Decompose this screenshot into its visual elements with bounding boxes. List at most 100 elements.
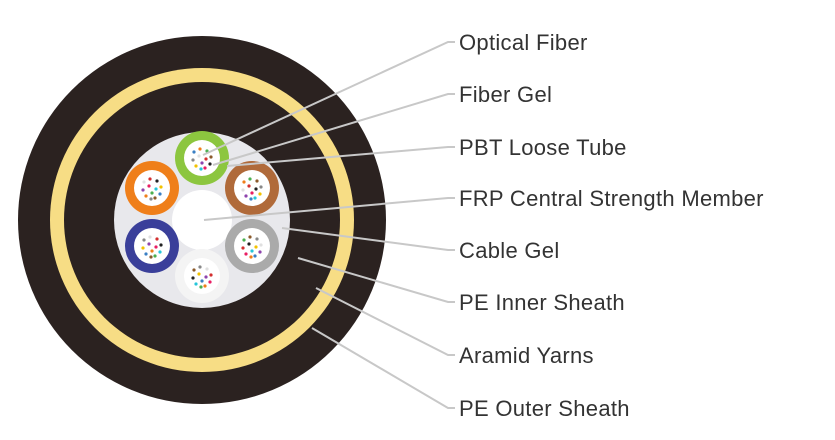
leader-aramid-yarns bbox=[315, 287, 455, 356]
optical-fiber-dot bbox=[192, 268, 196, 272]
optical-fiber-dot bbox=[150, 249, 154, 253]
optical-fiber-dot bbox=[204, 275, 208, 279]
optical-fiber-dot bbox=[199, 285, 203, 289]
optical-fiber-dot bbox=[199, 167, 203, 171]
label-optical-fiber: Optical Fiber bbox=[459, 30, 588, 55]
optical-fiber-dot bbox=[197, 272, 201, 276]
optical-fiber-dot bbox=[248, 177, 252, 181]
optical-fiber-dot bbox=[255, 237, 259, 241]
label-cable-gel: Cable Gel bbox=[459, 238, 560, 263]
leader-frp-central-strength-member bbox=[203, 197, 455, 221]
optical-fiber-dot bbox=[144, 194, 148, 198]
label-pbt-loose-tube: PBT Loose Tube bbox=[459, 135, 627, 160]
optical-fiber-dot bbox=[150, 191, 154, 195]
optical-fiber-dot bbox=[255, 179, 259, 183]
optical-fiber-dot bbox=[154, 187, 158, 191]
fiber-gel bbox=[134, 228, 170, 264]
optical-fiber-dot bbox=[205, 267, 209, 271]
label-fiber-gel: Fiber Gel bbox=[459, 82, 552, 107]
optical-fiber-dot bbox=[147, 184, 151, 188]
optical-fiber-dot bbox=[203, 166, 207, 170]
loose-tube-orange bbox=[125, 161, 179, 215]
optical-fiber-dot bbox=[250, 249, 254, 253]
leader-cable-gel bbox=[281, 227, 455, 251]
optical-fiber-dot bbox=[259, 185, 263, 189]
fiber-gel bbox=[234, 170, 270, 206]
optical-fiber-dot bbox=[209, 155, 213, 159]
optical-fiber-dot bbox=[191, 276, 195, 280]
optical-fiber-dot bbox=[253, 196, 257, 200]
loose-tube-white bbox=[175, 249, 229, 303]
label-pe-inner-sheath: PE Inner Sheath bbox=[459, 290, 625, 315]
optical-fiber-dot bbox=[208, 162, 212, 166]
optical-fiber-dot bbox=[200, 161, 204, 165]
optical-fiber-dot bbox=[141, 188, 145, 192]
optical-fiber-dot bbox=[144, 252, 148, 256]
optical-fiber-dot bbox=[244, 194, 248, 198]
optical-fiber-dot bbox=[204, 157, 208, 161]
fiber-gel bbox=[134, 170, 170, 206]
leader-pe-outer-sheath bbox=[311, 327, 455, 409]
optical-fiber-dot bbox=[241, 246, 245, 250]
optical-fiber-dot bbox=[250, 191, 254, 195]
optical-fiber-dot bbox=[258, 192, 262, 196]
optical-fiber-dot bbox=[200, 279, 204, 283]
leader-pbt-loose-tube bbox=[226, 146, 455, 167]
optical-fiber-dot bbox=[159, 243, 163, 247]
leader-optical-fiber bbox=[202, 41, 455, 156]
optical-fiber-dot bbox=[149, 197, 153, 201]
label-aramid-yarns: Aramid Yarns bbox=[459, 343, 594, 368]
fiber-gel bbox=[184, 258, 220, 294]
leader-pe-inner-sheath bbox=[297, 257, 455, 303]
optical-fiber-dot bbox=[192, 150, 196, 154]
optical-fiber-dot bbox=[198, 265, 202, 269]
optical-fiber-dot bbox=[254, 245, 258, 249]
fiber-gel bbox=[234, 228, 270, 264]
optical-fiber-dot bbox=[209, 273, 213, 277]
frp-central-strength-member bbox=[172, 190, 232, 250]
optical-fiber-dot bbox=[158, 250, 162, 254]
fiber-gel bbox=[184, 140, 220, 176]
optical-fiber-dot bbox=[249, 255, 253, 259]
optical-fiber-dot bbox=[242, 180, 246, 184]
optical-fiber-dot bbox=[191, 158, 195, 162]
optical-fiber-dot bbox=[247, 184, 251, 188]
loose-tube-brown bbox=[225, 161, 279, 215]
optical-fiber-dot bbox=[158, 192, 162, 196]
optical-fiber-dot bbox=[149, 255, 153, 259]
optical-fiber-dot bbox=[254, 187, 258, 191]
optical-fibers bbox=[141, 147, 263, 289]
optical-fiber-dot bbox=[247, 242, 251, 246]
loose-tube-green bbox=[175, 131, 229, 185]
optical-fiber-dot bbox=[203, 284, 207, 288]
optical-fiber-dot bbox=[142, 180, 146, 184]
optical-fiber-dot bbox=[194, 164, 198, 168]
cable-cross-section bbox=[18, 36, 386, 404]
optical-fiber-dot bbox=[141, 246, 145, 250]
optical-fiber-dot bbox=[154, 245, 158, 249]
optical-fiber-dot bbox=[142, 238, 146, 242]
loose-tube-blue bbox=[125, 219, 179, 273]
optical-fiber-dot bbox=[194, 282, 198, 286]
optical-fiber-dot bbox=[244, 252, 248, 256]
leader-fiber-gel bbox=[212, 93, 455, 166]
callout-labels: Optical Fiber Fiber Gel PBT Loose Tube F… bbox=[459, 30, 764, 421]
label-frp-central-strength-member: FRP Central Strength Member bbox=[459, 186, 764, 211]
optical-fiber-dot bbox=[253, 254, 257, 258]
optical-fiber-dot bbox=[155, 237, 159, 241]
leader-lines bbox=[202, 41, 455, 409]
optical-fiber-dot bbox=[208, 280, 212, 284]
optical-fiber-dot bbox=[148, 235, 152, 239]
optical-fiber-dot bbox=[159, 185, 163, 189]
optical-fiber-dot bbox=[259, 243, 263, 247]
optical-fiber-dot bbox=[153, 254, 157, 258]
optical-fiber-dot bbox=[198, 147, 202, 151]
optical-fiber-dot bbox=[242, 238, 246, 242]
label-pe-outer-sheath: PE Outer Sheath bbox=[459, 396, 630, 421]
optical-fiber-dot bbox=[153, 196, 157, 200]
optical-fiber-dot bbox=[249, 197, 253, 201]
optical-fiber-dot bbox=[241, 188, 245, 192]
optical-fiber-dot bbox=[155, 179, 159, 183]
optical-fiber-dot bbox=[197, 154, 201, 158]
